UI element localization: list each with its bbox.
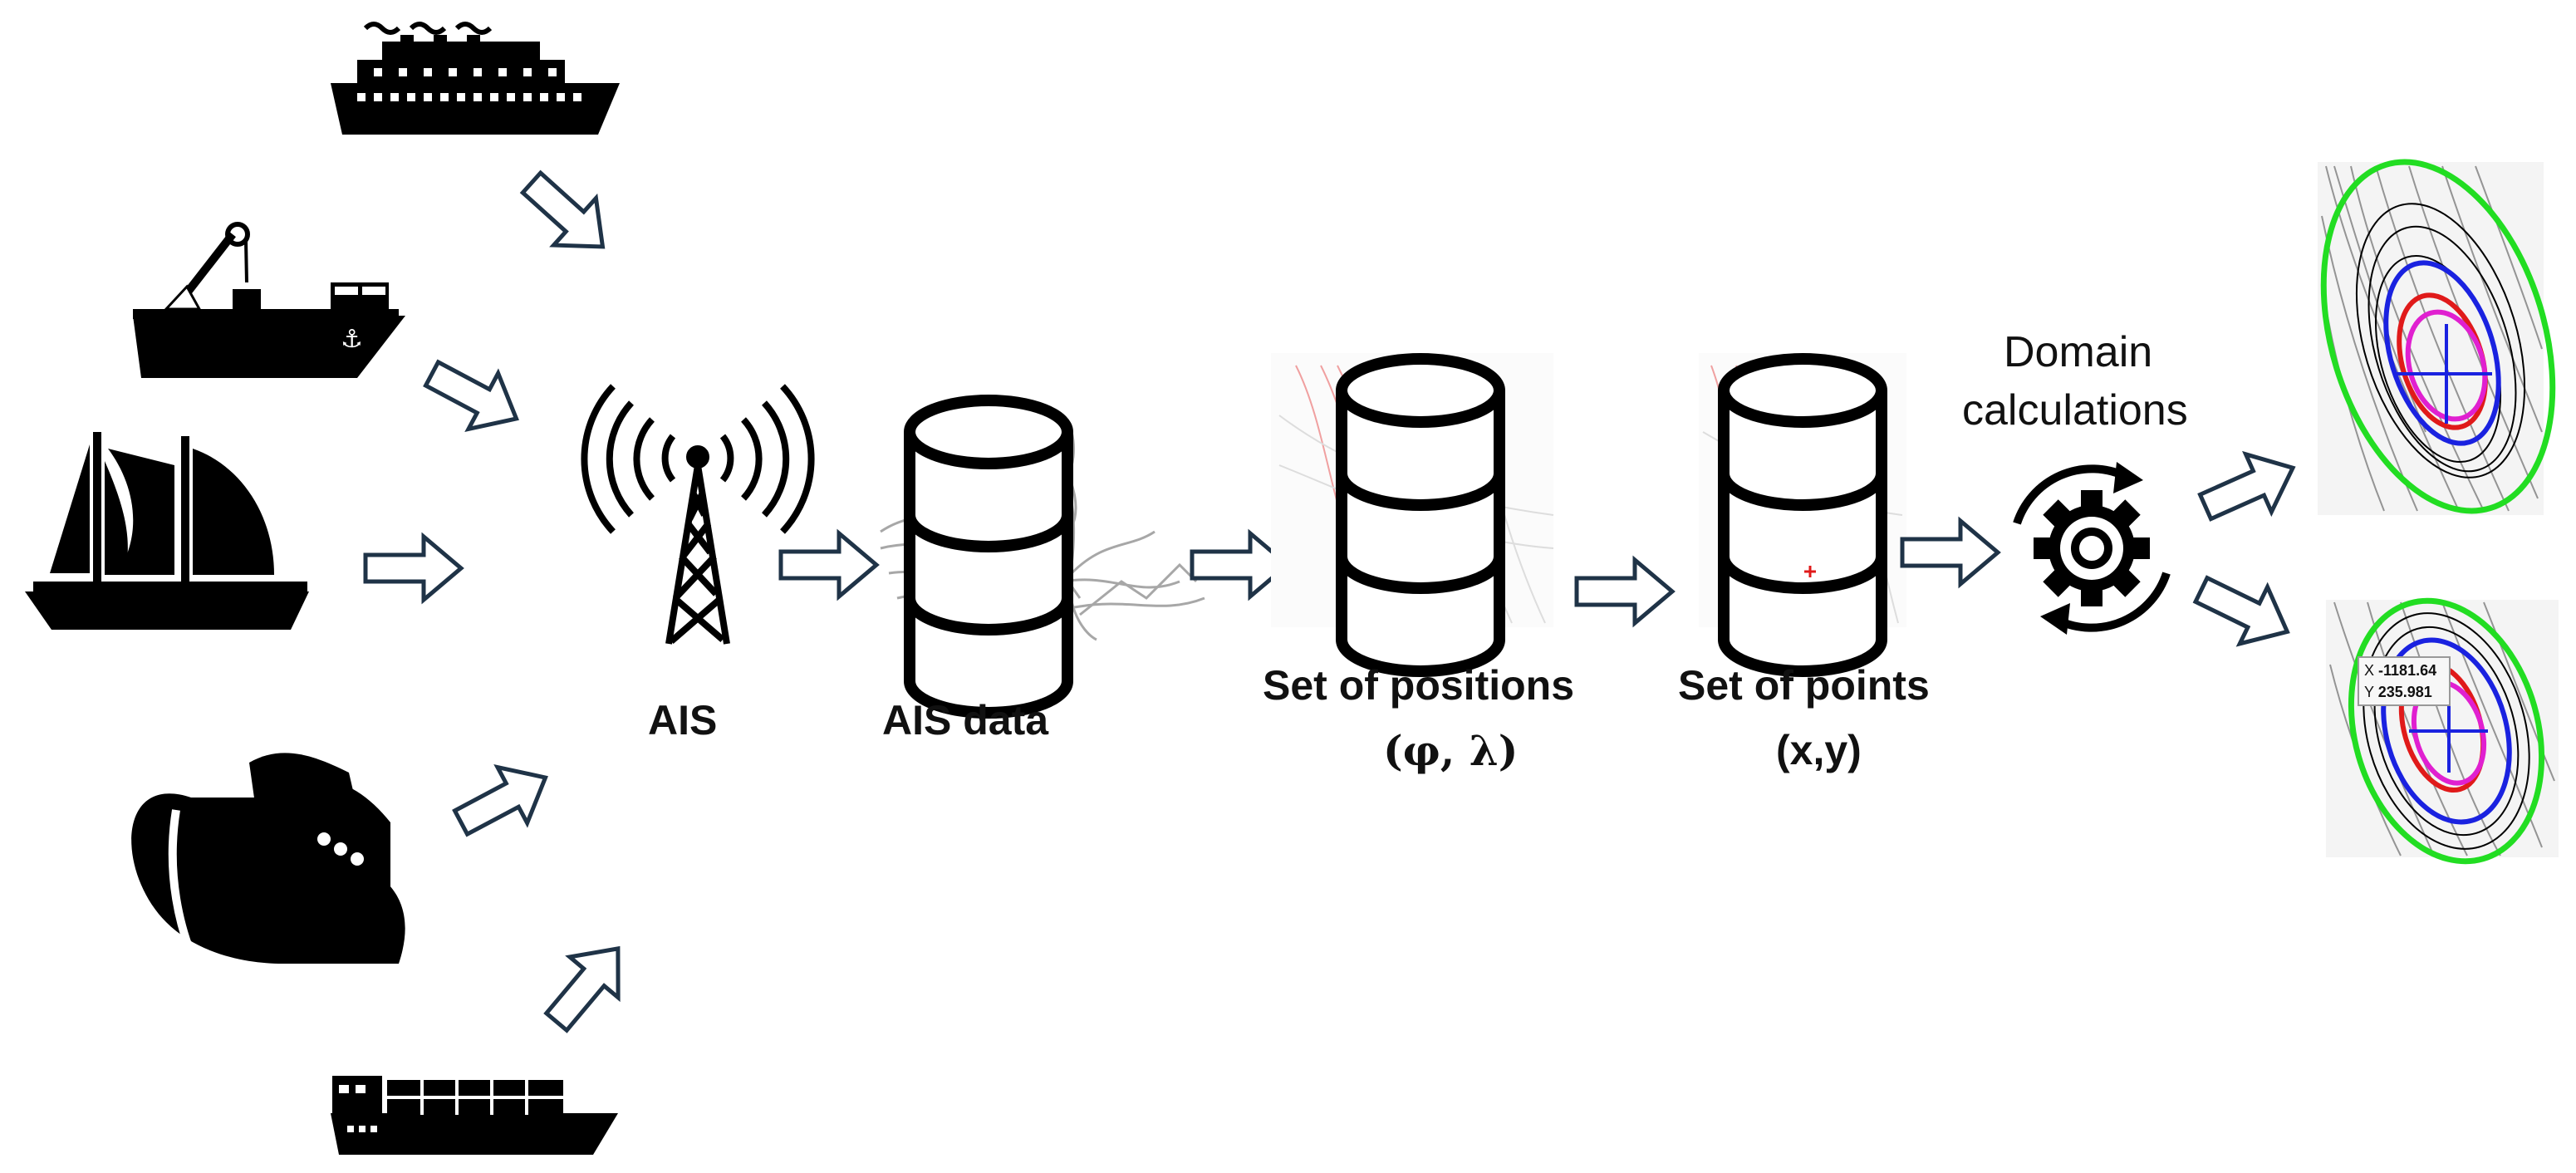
arrow-domain-to-result-bottom xyxy=(2187,562,2301,660)
svg-text:⚓: ⚓ xyxy=(341,325,363,354)
arrow-container-to-ais xyxy=(532,928,642,1042)
database-icon-points xyxy=(1724,359,1882,671)
ship-bow-icon xyxy=(131,753,405,974)
readout-x-value: -1181.64 xyxy=(2378,662,2437,679)
domain-title-line1: Domain xyxy=(2004,328,2153,376)
domain-result-panel-top xyxy=(2318,159,2556,515)
readout-y-value: 235.981 xyxy=(2377,684,2432,700)
antenna-tower-icon xyxy=(581,384,815,645)
arrow-cargo-to-ais xyxy=(417,346,531,446)
ais-label: AIS xyxy=(648,697,718,744)
coordinate-readout: X -1181.64 Y 235.981 xyxy=(2358,656,2451,706)
arrow-bow-to-ais xyxy=(446,749,560,850)
container-ship-icon xyxy=(331,1076,618,1155)
cargo-ship-icon: ⚓ xyxy=(133,222,405,378)
gear-cycle-icon xyxy=(2013,462,2171,635)
readout-x-prefix: X xyxy=(2364,662,2375,679)
database-icon-ais-data xyxy=(910,400,1067,713)
database-icon-positions xyxy=(1342,359,1499,671)
positions-title-label: Set of positions xyxy=(1263,662,1574,709)
arrow-positions-to-points xyxy=(1577,560,1672,623)
readout-y-prefix: Y xyxy=(2364,684,2374,700)
ais-data-label: AIS data xyxy=(882,697,1049,744)
points-symbol-label: (x,y) xyxy=(1776,727,1862,773)
arrow-points-to-domain xyxy=(1902,521,1998,584)
positions-symbol-label: (φ, λ) xyxy=(1383,726,1519,775)
domain-result-panel-bottom xyxy=(2326,597,2559,865)
arrow-domain-to-result-top xyxy=(2193,439,2306,536)
sailboat-icon xyxy=(25,432,309,630)
arrow-cruise-to-ais xyxy=(511,160,624,270)
arrow-sailboat-to-ais xyxy=(366,537,461,600)
arrow-ais-to-data xyxy=(781,533,876,596)
center-marker xyxy=(1804,566,1816,577)
cruise-ship-icon xyxy=(331,22,620,135)
points-title-label: Set of points xyxy=(1678,662,1930,709)
domain-title-line2: calculations xyxy=(1962,386,2188,434)
